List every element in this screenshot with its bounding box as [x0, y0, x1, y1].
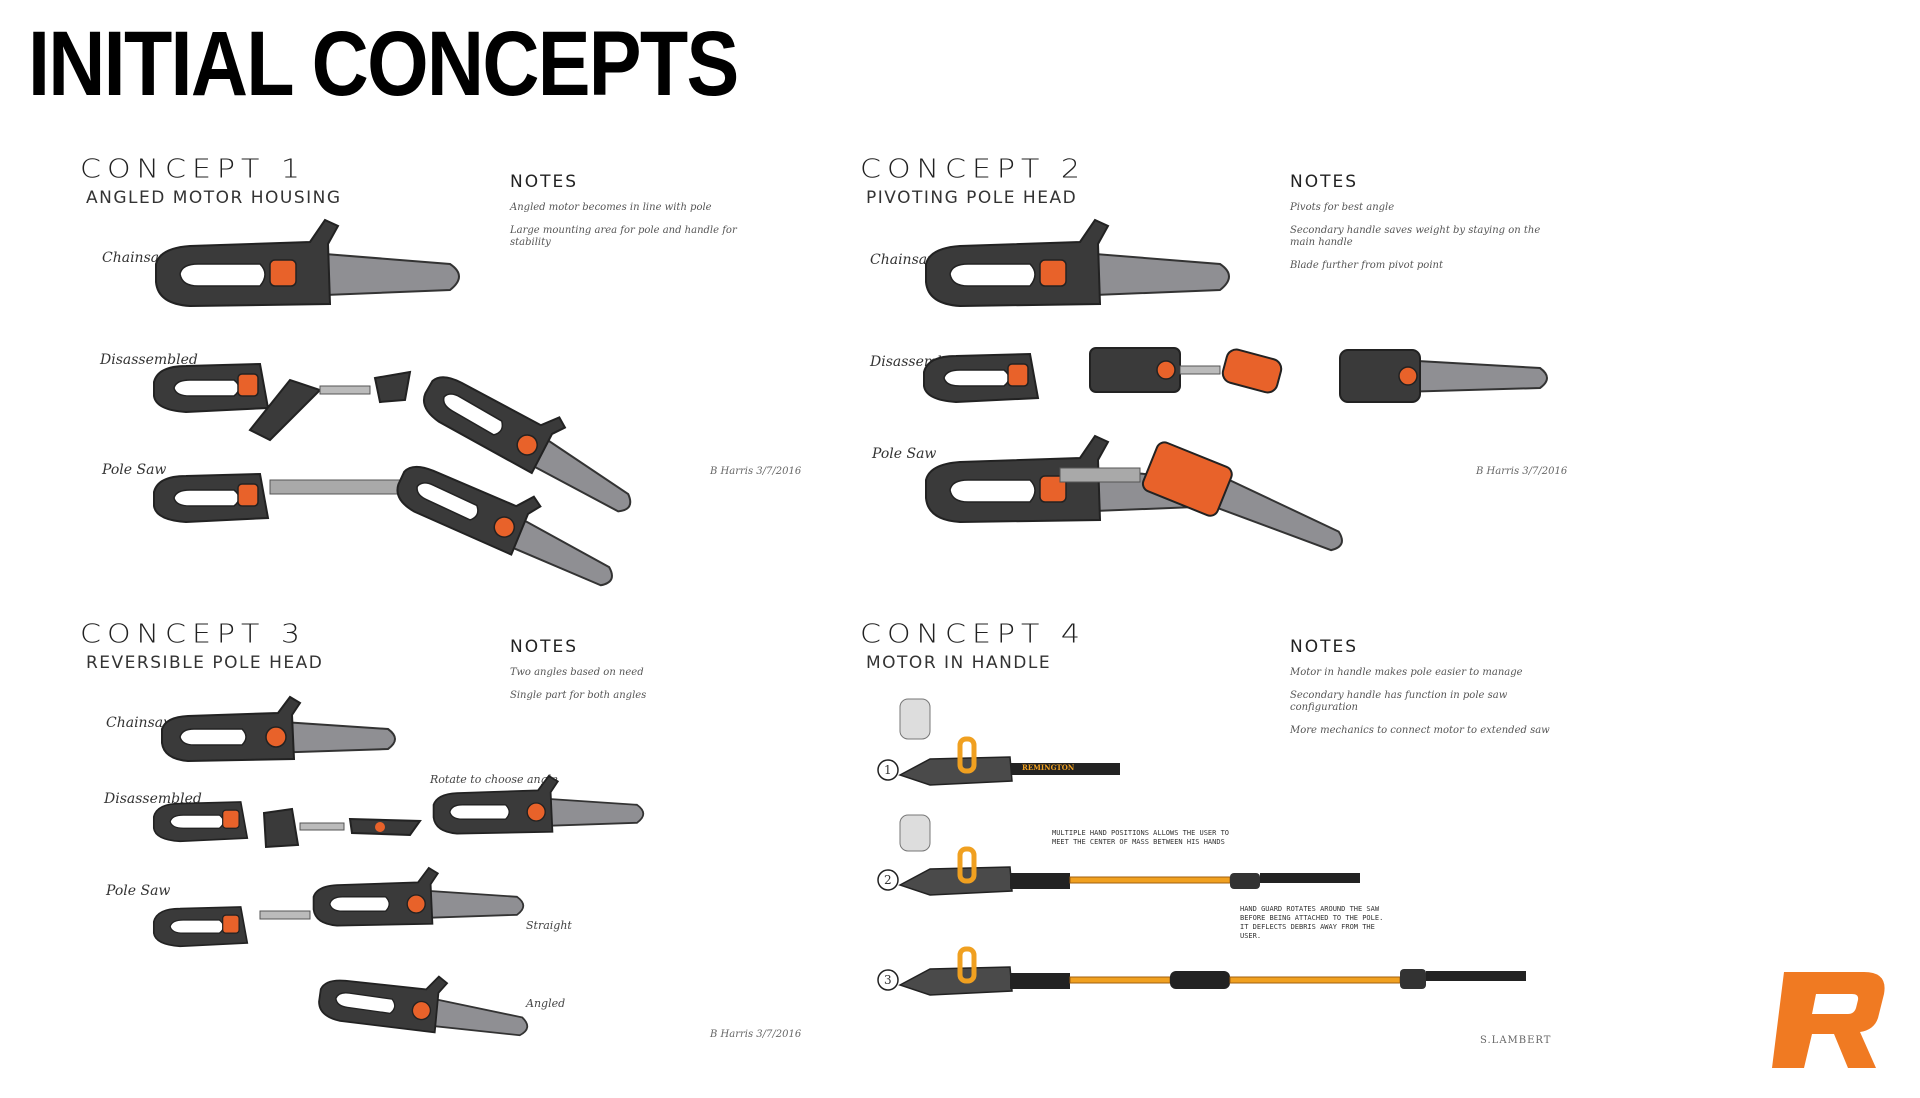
concept-1-signature: B Harris 3/7/2016 [710, 466, 802, 477]
concept-4-subtitle: MOTOR IN HANDLE [866, 653, 1052, 673]
step-2-marker [877, 869, 899, 891]
concept-2-polesaw-head [1141, 441, 1343, 552]
concept-3-subtitle: REVERSIBLE POLE HEAD [86, 653, 324, 673]
concept-2-title: CONCEPT 2 [860, 154, 1086, 185]
concept-2-note: Blade further from pivot point [1290, 259, 1443, 271]
concept-4-signature: S.LAMBERT [1480, 1035, 1552, 1046]
concept-1-polesaw-handle [153, 473, 269, 523]
concept-2-pivot-joint [1221, 348, 1283, 394]
page-title: INITIAL CONCEPTS [28, 13, 739, 115]
concept-3-drawings [152, 696, 645, 1048]
concept-4-title: CONCEPT 4 [860, 619, 1086, 650]
concept-1-label-chainsaw: Chainsaw [102, 250, 172, 266]
concept-4-drawings [877, 698, 1526, 996]
concept-3-angled-head [315, 959, 534, 1048]
concept-4-notes: Motor in handle makes pole easier to man… [1290, 667, 1560, 747]
concept-3-annotation-straight: Straight [526, 919, 572, 932]
concept-3-label-polesaw: Pole Saw [106, 883, 171, 899]
concept-1-motor-part [373, 370, 412, 404]
concept-3-connector [262, 807, 300, 849]
concept-2-notes-heading: NOTES [1290, 172, 1359, 192]
concept-3-note: Single part for both angles [510, 689, 647, 701]
concept-1-label-disassembled: Disassembled [100, 352, 198, 368]
concept-2-handle-part [923, 353, 1039, 403]
concept-1-chainsaw-sketch [155, 219, 460, 307]
concept-3-straight-head [312, 867, 525, 927]
concept-3-handle-part [152, 801, 249, 843]
concept-4-step-2: 2 [884, 873, 892, 887]
concept-4-step-3-saw [898, 946, 1526, 996]
concept-1-drawings [153, 219, 652, 601]
concept-2-signature: B Harris 3/7/2016 [1476, 466, 1568, 477]
concept-2-drawings [923, 219, 1548, 552]
concept-1-title: CONCEPT 1 [80, 154, 306, 185]
hand-icon [899, 814, 931, 852]
concept-3-annotation-rotate: Rotate to choose angle [430, 773, 558, 786]
concept-3-signature: B Harris 3/7/2016 [710, 1029, 802, 1040]
concept-2-notes: Pivots for best angle Secondary handle s… [1290, 202, 1560, 282]
concept-2-head-part [1339, 349, 1548, 403]
concept-4-step-1: 1 [884, 763, 892, 777]
concept-4-step-3: 3 [884, 973, 892, 987]
concept-2-label-polesaw: Pole Saw [872, 446, 937, 462]
concept-4-note: More mechanics to connect motor to exten… [1290, 724, 1550, 736]
concept-1-notes-heading: NOTES [510, 172, 579, 192]
concept-4-brand-label: REMINGTON [1022, 763, 1075, 772]
r-logo-icon [1772, 972, 1885, 1068]
concept-4-step-2-saw [898, 814, 1360, 896]
concept-2-label-chainsaw: Chainsaw [870, 252, 940, 268]
concept-2-subtitle: PIVOTING POLE HEAD [866, 188, 1078, 208]
concept-4-callout-guard: HAND GUARD ROTATES AROUND THE SAW BEFORE… [1240, 905, 1384, 941]
concept-2-note: Secondary handle saves weight by staying… [1290, 224, 1541, 249]
concept-3-head-part [432, 775, 645, 835]
concept-1-subtitle: ANGLED MOTOR HOUSING [86, 188, 342, 208]
concept-3-notes: Two angles based on need Single part for… [510, 667, 780, 712]
concept-4-notes-heading: NOTES [1290, 637, 1359, 657]
concept-1-panel: CONCEPT 1 ANGLED MOTOR HOUSING NOTES Ang… [80, 150, 860, 610]
step-1-marker [877, 759, 899, 781]
concept-1-note: Large mounting area for pole and handle … [510, 224, 737, 249]
concept-3-annotation-angled: Angled [526, 997, 566, 1010]
concept-1-notes: Angled motor becomes in line with pole L… [510, 202, 780, 260]
concept-3-chainsaw-sketch [161, 696, 396, 762]
hand-icon [899, 698, 931, 740]
concept-3-panel: CONCEPT 3 REVERSIBLE POLE HEAD NOTES Two… [80, 615, 860, 1075]
concept-2-pole [1059, 467, 1141, 483]
concept-2-chainsaw-sketch [925, 219, 1230, 307]
concept-4-step-1-saw [898, 698, 1120, 786]
concept-3-note: Two angles based on need [510, 667, 644, 678]
concept-4-callout-hands: MULTIPLE HAND POSITIONS ALLOWS THE USER … [1052, 829, 1230, 847]
concept-3-label-chainsaw: Chainsaw [106, 715, 176, 731]
concept-3-polesaw-handle [152, 906, 249, 948]
concept-4-note: Secondary handle has function in pole sa… [1290, 689, 1508, 714]
concept-1-polesaw-head [389, 441, 631, 601]
concept-4-panel: CONCEPT 4 MOTOR IN HANDLE NOTES Motor in… [860, 615, 1640, 1075]
concept-4-note: Motor in handle makes pole easier to man… [1290, 667, 1523, 678]
concept-1-pole-segment [319, 385, 371, 395]
concept-2-note: Pivots for best angle [1290, 202, 1395, 213]
concept-1-note: Angled motor becomes in line with pole [510, 202, 712, 213]
concept-3-notes-heading: NOTES [510, 637, 579, 657]
concept-1-label-polesaw: Pole Saw [102, 462, 167, 478]
concept-3-pole [259, 910, 311, 920]
concept-3-title: CONCEPT 3 [80, 619, 306, 650]
concept-1-handle-part [153, 363, 269, 413]
step-3-marker [877, 969, 899, 991]
concept-2-panel: CONCEPT 2 PIVOTING POLE HEAD NOTES Pivot… [860, 150, 1640, 610]
